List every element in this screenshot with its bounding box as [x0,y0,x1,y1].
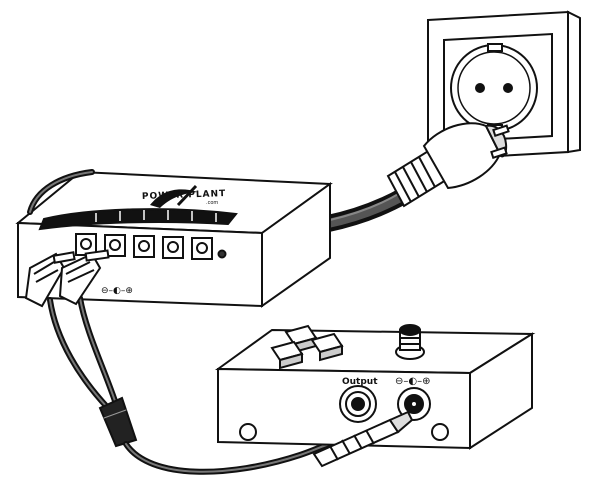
mains-plug [386,122,510,208]
pedal-screw-hole [431,423,449,441]
dc-output-jack [104,234,126,257]
pedal-footswitch [395,324,425,360]
psu-output-jacks [75,233,213,260]
dc-output-jack [133,235,155,258]
psu-top-stripe [38,208,238,231]
brand-logo-text: POWER PLANT [142,189,227,202]
dc-output-jack [191,237,213,260]
pedal-polarity-symbol: ⊖–◐–⊕ [395,376,430,387]
socket-hole-left [475,83,485,93]
plug-pin [490,146,508,159]
plug-pin [492,124,510,137]
pedal-screw-hole [239,423,257,441]
pedal-knob [270,340,304,370]
pedal-output-jack [339,385,377,423]
mains-cable [317,186,414,233]
socket-plate-side [567,10,581,154]
effects-pedal [214,324,536,450]
dc-plug-angled [24,252,66,308]
socket-receptacle [450,44,538,132]
socket-hole-right [503,83,513,93]
psu-polarity-symbol: ⊖–◐–⊕ [101,286,133,296]
brand-logo-subtext: .com [206,200,218,206]
pedal-output-label: Output [342,377,378,387]
brand-logo-swoosh [150,189,198,208]
pedal-side [469,332,533,450]
y-cable [27,169,333,475]
pedal-dc-plug [312,410,414,468]
psu-led [217,249,227,259]
psu-side [261,182,331,308]
y-cable-splitter [98,396,138,448]
pedal-knob [310,332,344,362]
right-angle-dc-plugs [24,249,110,308]
dc-output-jack [162,236,184,259]
